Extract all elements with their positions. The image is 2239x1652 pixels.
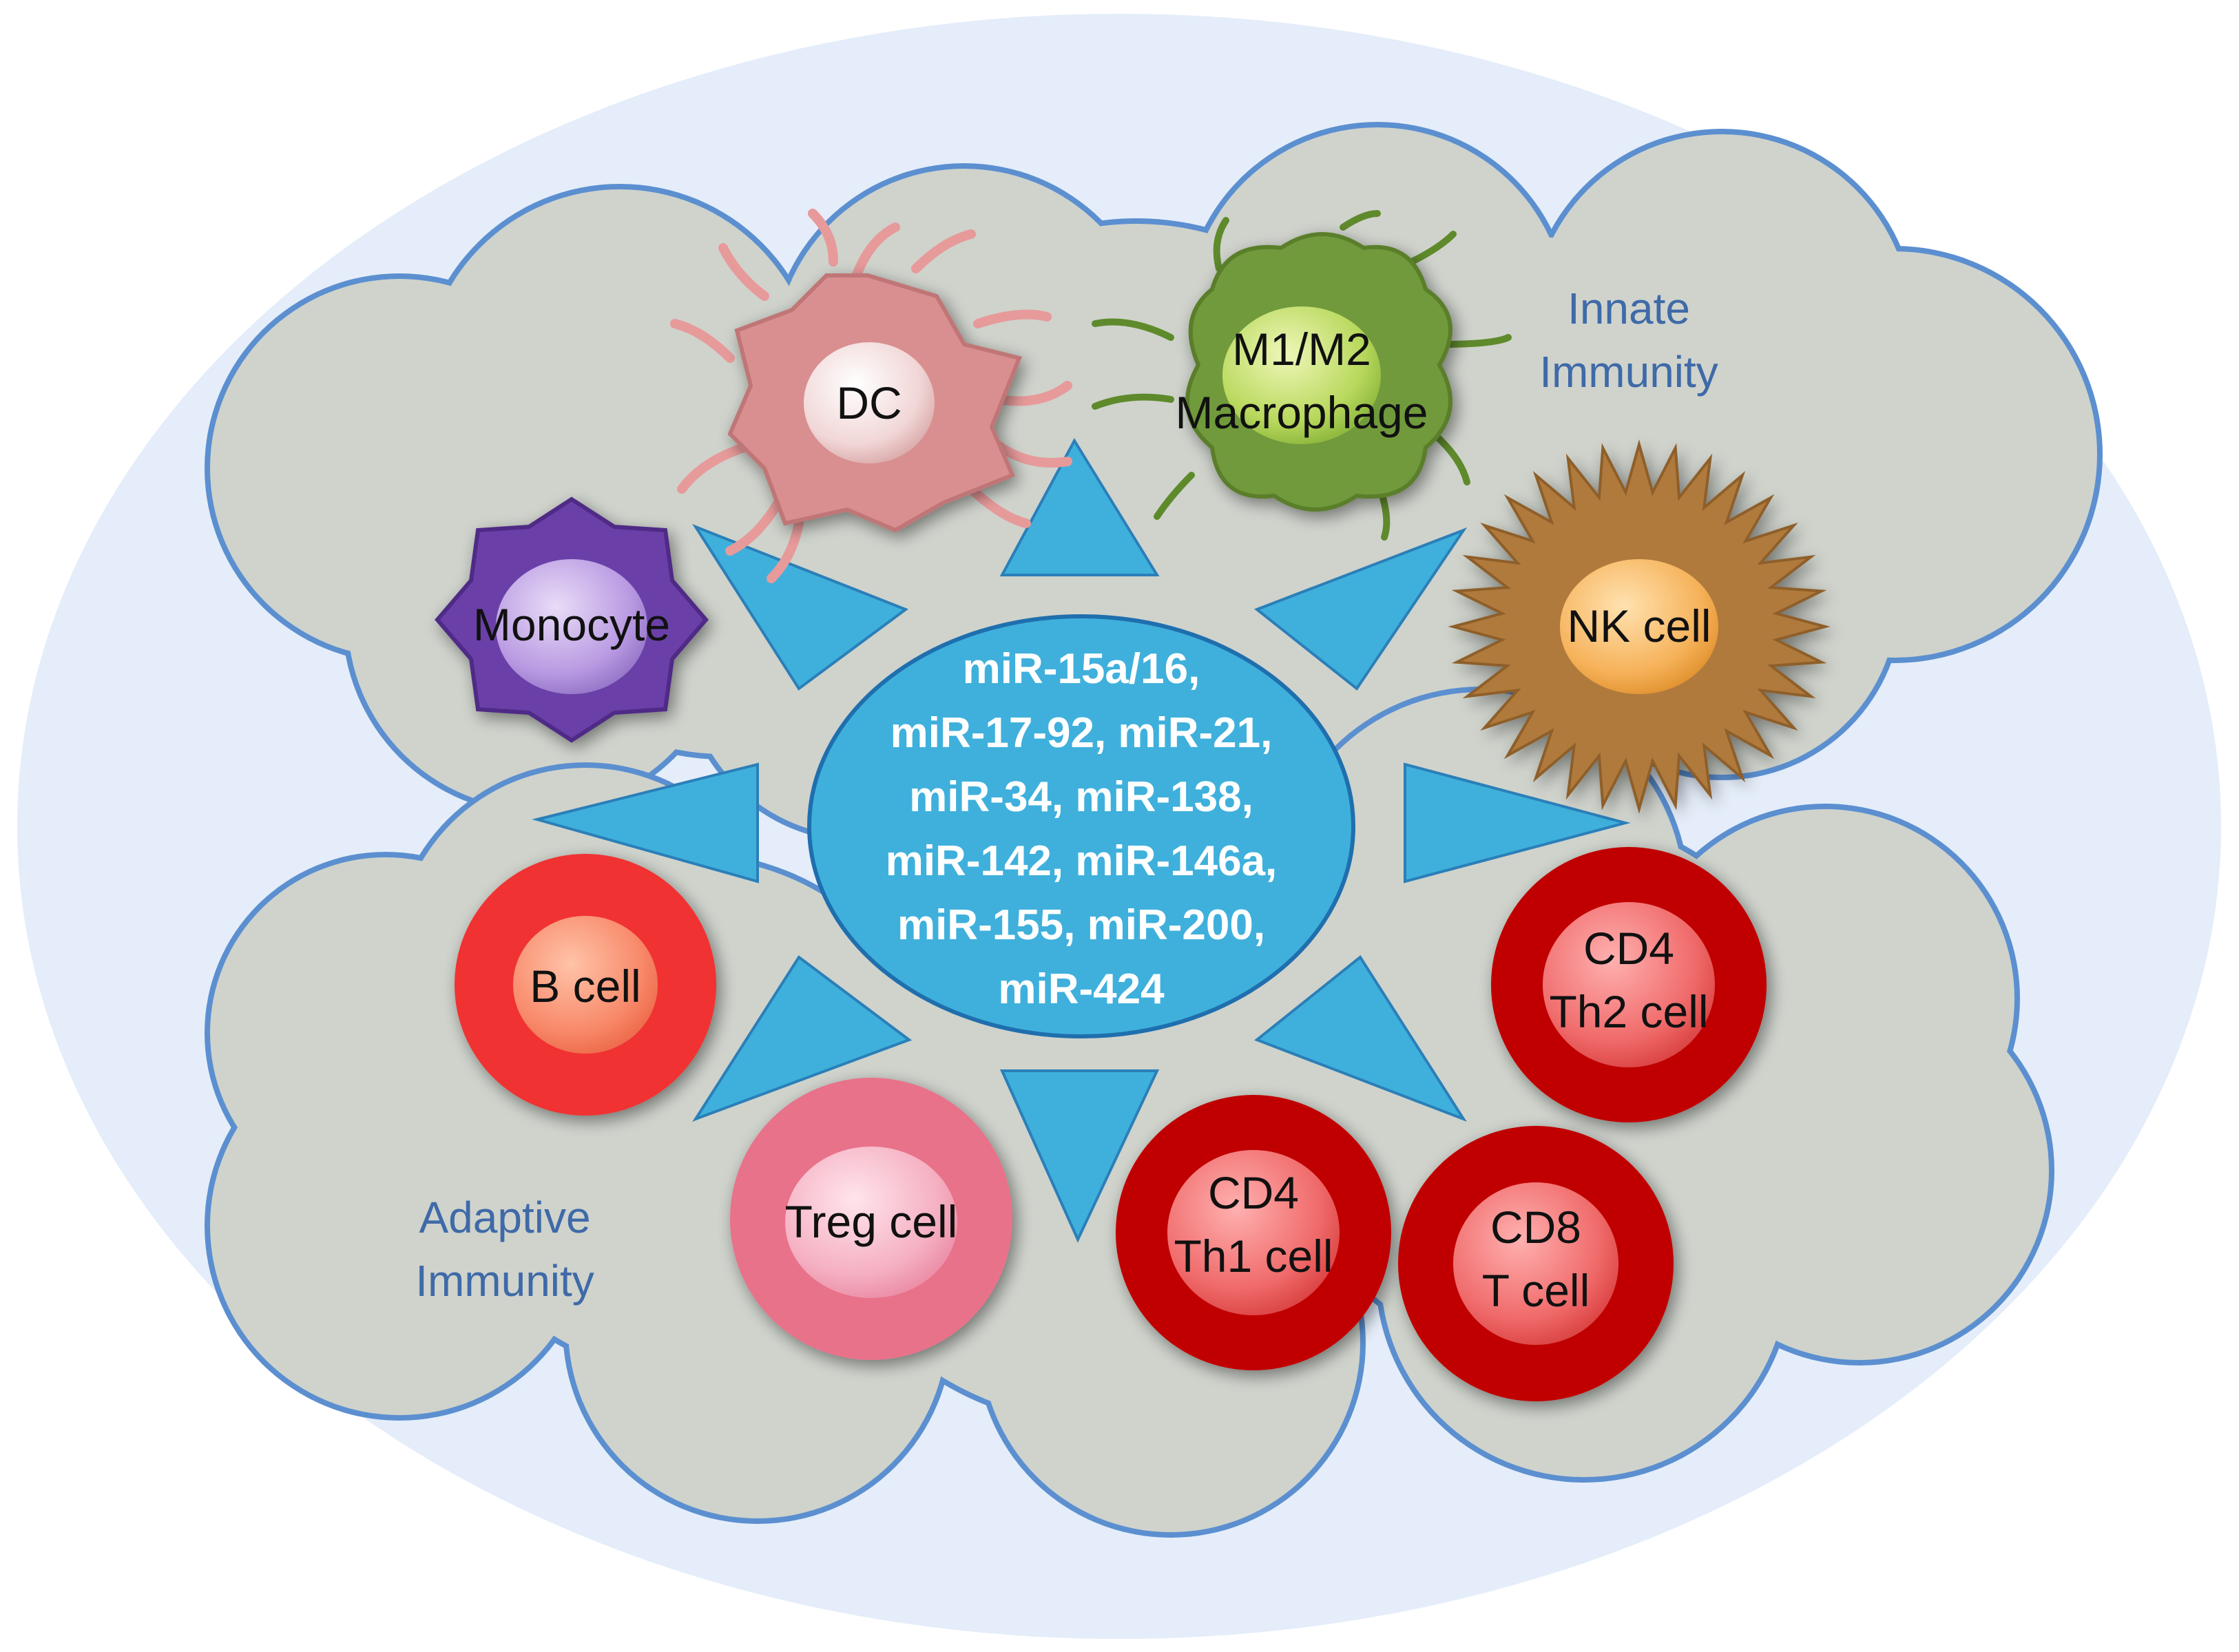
th2-nucleus (1543, 902, 1715, 1067)
b-cell: B cell (455, 854, 716, 1116)
arrow-up (999, 437, 1160, 576)
nk-label: NK cell (1567, 600, 1711, 651)
monocyte-cell: Monocyte (435, 496, 709, 743)
mirna-line-5: miR-155, miR-200, (897, 901, 1265, 949)
mirna-center: miR-15a/16, miR-17-92, miR-21, miR-34, m… (807, 614, 1355, 1038)
mirna-line-6: miR-424 (998, 965, 1165, 1013)
treg-cell: Treg cell (730, 1078, 1012, 1360)
arrow-up-right (1254, 527, 1468, 691)
arrow-down-right (1254, 955, 1467, 1122)
b-cell-label: B cell (530, 961, 641, 1012)
treg-label: Treg cell (785, 1196, 958, 1247)
monocyte-label: Monocyte (473, 599, 670, 650)
cd8-nucleus (1453, 1182, 1618, 1345)
treg-nucleus (785, 1147, 957, 1298)
arrow-up-left (691, 523, 909, 691)
b-cell-nucleus (513, 916, 658, 1054)
innate-immunity-label-line2: Immunity (1539, 347, 1718, 397)
macrophage-nucleus (1222, 306, 1381, 444)
dc-cell: DC (670, 209, 1072, 583)
macrophage-label-line2: Macrophage (1176, 387, 1428, 438)
arrow-down-left (692, 955, 913, 1122)
mirna-center-ellipse (807, 614, 1355, 1038)
arrows (532, 437, 1631, 1243)
th2-label-line1: CD4 (1583, 923, 1674, 974)
th2-cell: CD4 Th2 cell (1491, 847, 1767, 1122)
innate-immunity-label-line1: Innate (1568, 284, 1690, 333)
th2-label-line2: Th2 cell (1549, 986, 1708, 1037)
dc-label: DC (836, 377, 902, 428)
macrophage-cell: M1/M2 Macrophage (1092, 210, 1512, 541)
arrow-down (999, 1069, 1160, 1243)
macrophage-pseudopods (1092, 210, 1512, 541)
dc-dendrites (670, 209, 1072, 583)
arrow-right (1404, 762, 1631, 883)
th1-nucleus (1167, 1150, 1340, 1315)
dc-nucleus (804, 342, 935, 463)
th1-label-line2: Th1 cell (1174, 1231, 1333, 1282)
th1-cell: CD4 Th1 cell (1116, 1095, 1391, 1370)
macrophage-label-line1: M1/M2 (1232, 324, 1371, 375)
nk-nucleus (1560, 559, 1718, 694)
th1-label-line1: CD4 (1208, 1167, 1299, 1218)
cd8-label-line2: T cell (1482, 1265, 1590, 1316)
mirna-line-2: miR-17-92, miR-21, (891, 709, 1273, 757)
monocyte-nucleus (496, 559, 647, 694)
mirna-line-1: miR-15a/16, (963, 645, 1200, 693)
adaptive-immunity-label-line2: Immunity (415, 1256, 594, 1306)
mirna-line-3: miR-34, miR-138, (909, 773, 1253, 821)
adaptive-immunity-label-line1: Adaptive (419, 1193, 590, 1242)
cd8-label-line1: CD8 (1490, 1202, 1581, 1253)
cd8-cell: CD8 T cell (1398, 1126, 1674, 1401)
arrow-left (532, 762, 759, 883)
nk-cell: NK cell (1448, 439, 1831, 814)
mirna-line-4: miR-142, miR-146a, (886, 837, 1278, 885)
